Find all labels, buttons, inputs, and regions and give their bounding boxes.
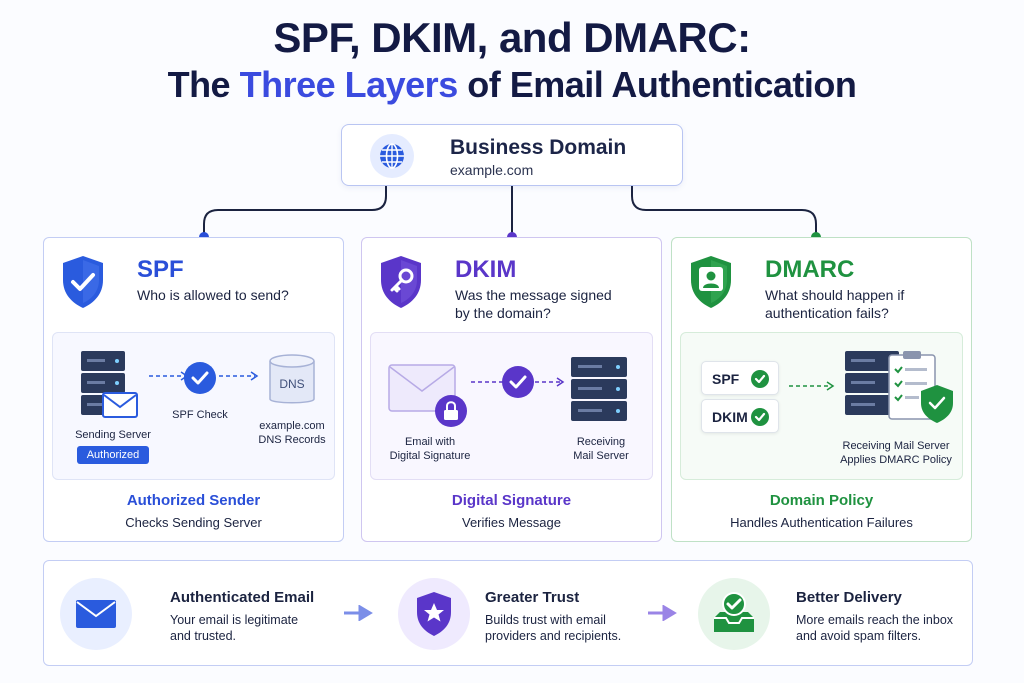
- benefit-2-line2: providers and recipients.: [485, 629, 622, 643]
- dkim-pill-label: DKIM: [712, 409, 748, 425]
- star-shield-icon: [398, 578, 470, 650]
- dns-text: DNS: [279, 377, 305, 391]
- dns-records-label: DNS Records: [258, 434, 326, 446]
- spf-footer-subtitle: Checks Sending Server: [125, 515, 262, 530]
- benefit-2-line1: Builds trust with email: [485, 613, 606, 627]
- dkim-card: DKIM Was the message signed by the domai…: [361, 237, 662, 542]
- domain-title: Business Domain: [450, 136, 627, 159]
- dashed-line: [471, 381, 503, 383]
- arrow-right-icon: [344, 605, 373, 621]
- dmarc-question-line1: What should happen if: [765, 287, 905, 303]
- dashed-arrow: [219, 371, 259, 381]
- shield-check-icon: [63, 256, 103, 308]
- benefit-1-title: Authenticated Email: [170, 589, 315, 606]
- signed-envelope-icon: [388, 364, 467, 427]
- benefit-3-line1: More emails reach the inbox: [796, 613, 954, 627]
- business-domain-box: Business Domain example.com: [341, 124, 683, 186]
- globe-icon: [370, 134, 414, 178]
- check-circle-icon: [184, 362, 216, 394]
- shield-key-icon: [381, 256, 421, 308]
- spf-footer-title: Authorized Sender: [126, 492, 261, 509]
- arrow-right-icon: [648, 605, 677, 621]
- benefit-3-title: Better Delivery: [796, 589, 902, 606]
- email-label-line1: Email with: [404, 436, 456, 448]
- inbox-check-icon: [698, 578, 770, 650]
- benefit-2-text: Builds trust with email providers and re…: [485, 612, 655, 644]
- shield-user-icon: [691, 256, 731, 308]
- envelope-icon: [60, 578, 132, 650]
- spf-card: SPF Who is allowed to send? Sending Serv…: [43, 237, 344, 542]
- sending-server-label: Sending Server: [75, 429, 151, 441]
- dashed-arrow: [789, 381, 835, 391]
- benefit-3-line2: and avoid spam filters.: [796, 629, 922, 643]
- dkim-question-line2: by the domain?: [455, 305, 551, 321]
- benefit-1-text: Your email is legitimate and trusted.: [170, 612, 340, 644]
- dkim-question: Was the message signed by the domain?: [455, 286, 612, 322]
- dmarc-server-label-line1: Receiving Mail Server: [842, 440, 950, 452]
- domain-subtitle: example.com: [450, 162, 534, 178]
- dkim-title: DKIM: [455, 256, 517, 283]
- dkim-question-line1: Was the message signed: [455, 287, 612, 303]
- dkim-footer-title: Digital Signature: [451, 492, 572, 509]
- page-subtitle: The Three Layers of Email Authentication: [0, 64, 1024, 106]
- check-circle-icon: [751, 370, 769, 388]
- dkim-pass-pill: DKIM: [701, 399, 779, 433]
- dmarc-title: DMARC: [765, 256, 855, 283]
- dkim-footer-subtitle: Verifies Message: [462, 515, 561, 530]
- check-circle-icon: [502, 366, 534, 398]
- dmarc-question-line2: authentication fails?: [765, 305, 889, 321]
- database-icon: [269, 354, 315, 404]
- server-icon: [81, 351, 138, 418]
- dmarc-flow-panel: SPF DKIM: [680, 332, 963, 480]
- authorized-badge: Authorized: [77, 446, 149, 464]
- dkim-flow-panel: Email with Digital Signature Receiving M…: [370, 332, 653, 480]
- subtitle-pre: The: [167, 64, 240, 105]
- spf-check-label: SPF Check: [172, 409, 228, 421]
- server-icon: [571, 357, 627, 421]
- spf-title: SPF: [137, 256, 184, 283]
- receiving-label-line2: Mail Server: [573, 450, 629, 462]
- benefits-panel: Authenticated Email Your email is legiti…: [43, 560, 973, 666]
- dmarc-server-label-line2: Applies DMARC Policy: [840, 454, 952, 466]
- dashed-arrow: [535, 377, 565, 387]
- dmarc-question: What should happen if authentication fai…: [765, 286, 904, 322]
- spf-question: Who is allowed to send?: [137, 287, 289, 303]
- subtitle-post: of Email Authentication: [457, 64, 857, 105]
- dmarc-footer-subtitle: Handles Authentication Failures: [730, 515, 913, 530]
- server-policy-icon: [845, 351, 953, 423]
- subtitle-highlight: Three Layers: [239, 64, 459, 105]
- benefit-2-title: Greater Trust: [485, 589, 580, 606]
- check-circle-icon: [751, 408, 769, 426]
- dns-domain-label: example.com: [259, 420, 325, 432]
- page-title: SPF, DKIM, and DMARC:: [273, 14, 751, 61]
- spf-pill-label: SPF: [712, 371, 740, 387]
- receiving-label-line1: Receiving: [576, 436, 626, 448]
- spf-flow-panel: Sending Server Authorized SPF Check DNS …: [52, 332, 335, 480]
- benefit-3-text: More emails reach the inbox and avoid sp…: [796, 612, 966, 644]
- email-label-line2: Digital Signature: [389, 450, 471, 462]
- spf-pass-pill: SPF: [701, 361, 779, 395]
- benefit-1-line2: and trusted.: [170, 629, 237, 643]
- benefit-1-line1: Your email is legitimate: [170, 613, 299, 627]
- dmarc-footer-title: Domain Policy: [769, 492, 874, 509]
- dmarc-card: DMARC What should happen if authenticati…: [671, 237, 972, 542]
